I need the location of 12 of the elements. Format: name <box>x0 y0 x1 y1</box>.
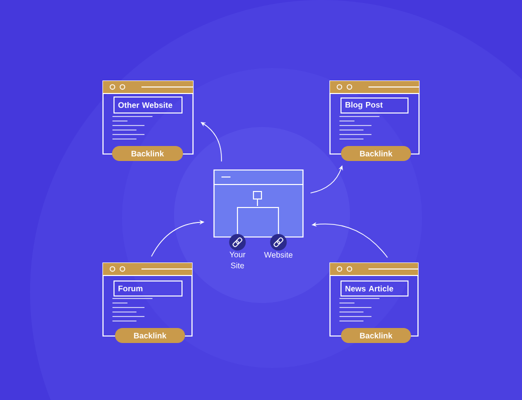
icon-caption: Your Site <box>230 252 246 268</box>
backlink-badge: Backlink <box>115 328 185 343</box>
title-box: Forum <box>114 280 182 296</box>
website-window <box>213 169 304 238</box>
title-box: Blog Post <box>340 98 408 114</box>
icon-caption: Website <box>264 252 292 258</box>
backlink-badge: Backlink <box>341 146 411 161</box>
backlink-badge: Backlink <box>112 146 183 161</box>
title-box: Other Website <box>114 96 182 114</box>
title-box: News Article <box>340 280 408 296</box>
backlink-badge: Backlink <box>341 328 411 343</box>
arrow <box>200 122 222 162</box>
